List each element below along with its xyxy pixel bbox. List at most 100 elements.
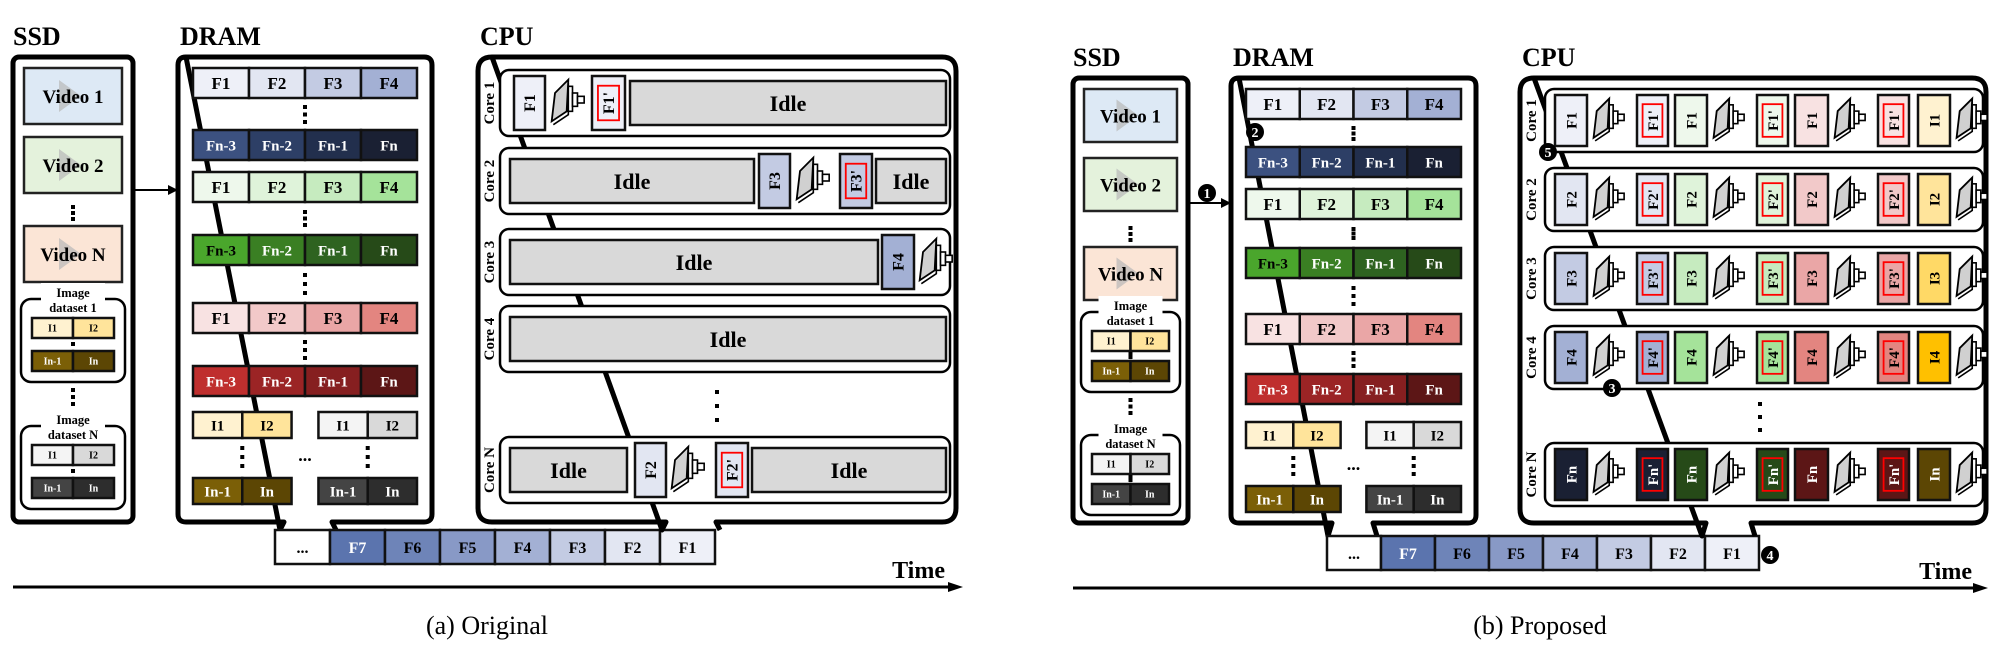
- video-label: Video 2: [42, 156, 103, 177]
- core-label: Core 1: [482, 82, 498, 125]
- core-label: Core 3: [1524, 257, 1540, 300]
- cell-box: [71, 443, 116, 467]
- processing-icon: [1592, 175, 1625, 221]
- queue-frame: F2: [603, 528, 662, 566]
- image-cell: I1: [317, 410, 369, 440]
- dot: [303, 291, 307, 295]
- image-cell: I1: [1090, 329, 1132, 353]
- dot: [303, 273, 307, 277]
- cell-label: Fn-3: [206, 243, 236, 259]
- cell-box: [1406, 312, 1463, 346]
- frame: F3: [757, 152, 792, 210]
- dot: [71, 469, 75, 473]
- frame-cell: Fn: [359, 128, 419, 162]
- frame: Fn: [1553, 447, 1589, 502]
- cell-box: [1406, 145, 1463, 179]
- step-badge: 1: [1198, 184, 1216, 202]
- frame-cell: F3: [303, 66, 363, 100]
- highlight-box: [1761, 261, 1784, 296]
- icon-screen: [1833, 333, 1852, 377]
- cell-box: [191, 233, 251, 267]
- icon-screen: [1592, 96, 1611, 140]
- frame-cell: Fn-1: [303, 233, 363, 267]
- icon-screen: [1833, 96, 1852, 140]
- cell-label: Fn: [380, 138, 398, 154]
- cell-label: I2: [386, 418, 399, 434]
- vertical-ellipsis: [1411, 456, 1416, 476]
- idle-box: [508, 315, 948, 363]
- time-arrowhead: [1973, 583, 1988, 593]
- arrowhead: [1221, 198, 1231, 208]
- frame-label: Fn': [1766, 464, 1782, 486]
- cell-label: Fn-3: [206, 374, 236, 390]
- cell-label: Fn-1: [318, 374, 348, 390]
- idle-block: Idle: [874, 157, 948, 205]
- cell-label: ...: [297, 540, 309, 557]
- video-file: Video N: [1082, 245, 1179, 302]
- frame: F4: [1793, 330, 1830, 385]
- cell-label: F1: [679, 540, 697, 557]
- badge-circle: [1539, 143, 1557, 161]
- frame-box: [1553, 330, 1589, 385]
- frame-box: [1793, 330, 1830, 385]
- step-badge: 3: [1603, 379, 1621, 397]
- step-badge: 4: [1761, 546, 1779, 564]
- frame-cell: F1: [1244, 312, 1301, 346]
- badge-number: 3: [1609, 382, 1616, 397]
- frame: F4: [880, 233, 916, 291]
- frame-box: [1673, 447, 1709, 502]
- frame: F3: [1553, 251, 1589, 306]
- frame-label: F2': [1887, 189, 1903, 210]
- icon-lens: [1980, 271, 1988, 280]
- frame-label: F1: [1684, 112, 1700, 129]
- cell-label: F1: [212, 178, 231, 197]
- highlight-box: [597, 84, 620, 122]
- cell-label: F3: [1615, 546, 1633, 563]
- frame-box: [1553, 93, 1589, 148]
- image-cell: I1: [1244, 420, 1295, 450]
- badge-number: 4: [1767, 549, 1774, 564]
- image-cell: I1: [191, 410, 244, 440]
- cell-box: [303, 66, 363, 100]
- dot: [365, 446, 370, 450]
- dataset-label: dataset 1: [1107, 314, 1155, 328]
- frame-label: Fn: [1564, 465, 1580, 483]
- video-label: Video N: [1098, 265, 1164, 286]
- cell-box: [359, 170, 419, 204]
- frame-label: F4: [1684, 349, 1700, 366]
- cell-label: Fn-3: [1258, 155, 1288, 171]
- queue-frame: F1: [658, 528, 717, 566]
- ellipsis: ...: [298, 445, 312, 465]
- icon-lens: [1617, 350, 1625, 359]
- cell-label: F4: [1425, 195, 1444, 214]
- vertical-ellipsis: [1758, 402, 1762, 432]
- cell-label: F1: [1263, 320, 1282, 339]
- dot: [303, 356, 307, 360]
- cell-label: F2: [268, 74, 287, 93]
- dot: [1411, 456, 1416, 460]
- time-label: Time: [1919, 559, 1972, 585]
- cell-label: In-1: [330, 484, 357, 500]
- processed-frame: F4': [1755, 330, 1790, 385]
- cell-box: [1244, 484, 1295, 514]
- frame-label: F3: [1564, 270, 1580, 287]
- frame-cell: Fn-3: [191, 233, 251, 267]
- cell-label: I2: [89, 451, 98, 462]
- frame: I3: [1916, 251, 1952, 306]
- frame-label: I1: [1927, 114, 1943, 127]
- dot: [303, 120, 307, 124]
- icon-lens: [1858, 467, 1866, 476]
- cell-label: F4: [380, 178, 399, 197]
- cell-label: F6: [1453, 546, 1471, 563]
- frame-box: [880, 233, 916, 291]
- processed-frame: Fn': [1635, 447, 1670, 502]
- video-file: Video 1: [1082, 87, 1179, 144]
- cell-box: [1352, 145, 1409, 179]
- cell-label: Fn-1: [318, 243, 348, 259]
